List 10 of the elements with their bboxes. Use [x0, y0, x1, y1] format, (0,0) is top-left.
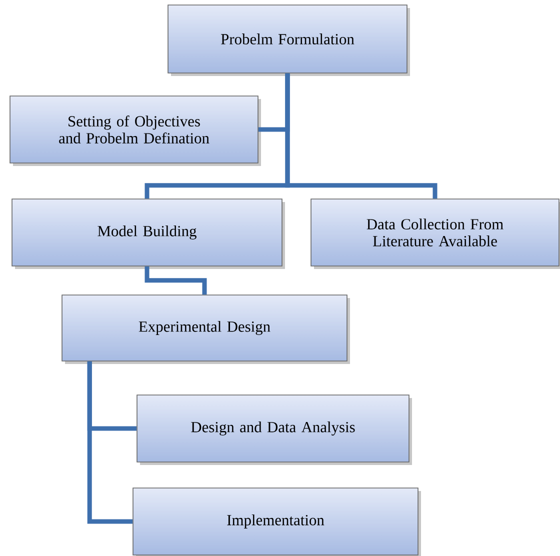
process-box: Data Collection From Literature Available — [310, 198, 560, 269]
process-box: Implementation — [132, 488, 421, 556]
process-box: Probelm Formulation — [168, 4, 410, 76]
connector-line — [285, 73, 438, 199]
process-box: Design and Data Analysis — [136, 394, 412, 465]
connector-line — [87, 361, 133, 524]
process-box: Experimental Design — [62, 294, 350, 364]
process-box: Model Building — [12, 198, 285, 269]
process-box: Setting of Objectives and Probelm Defination — [10, 96, 261, 166]
connector-line — [144, 266, 207, 295]
